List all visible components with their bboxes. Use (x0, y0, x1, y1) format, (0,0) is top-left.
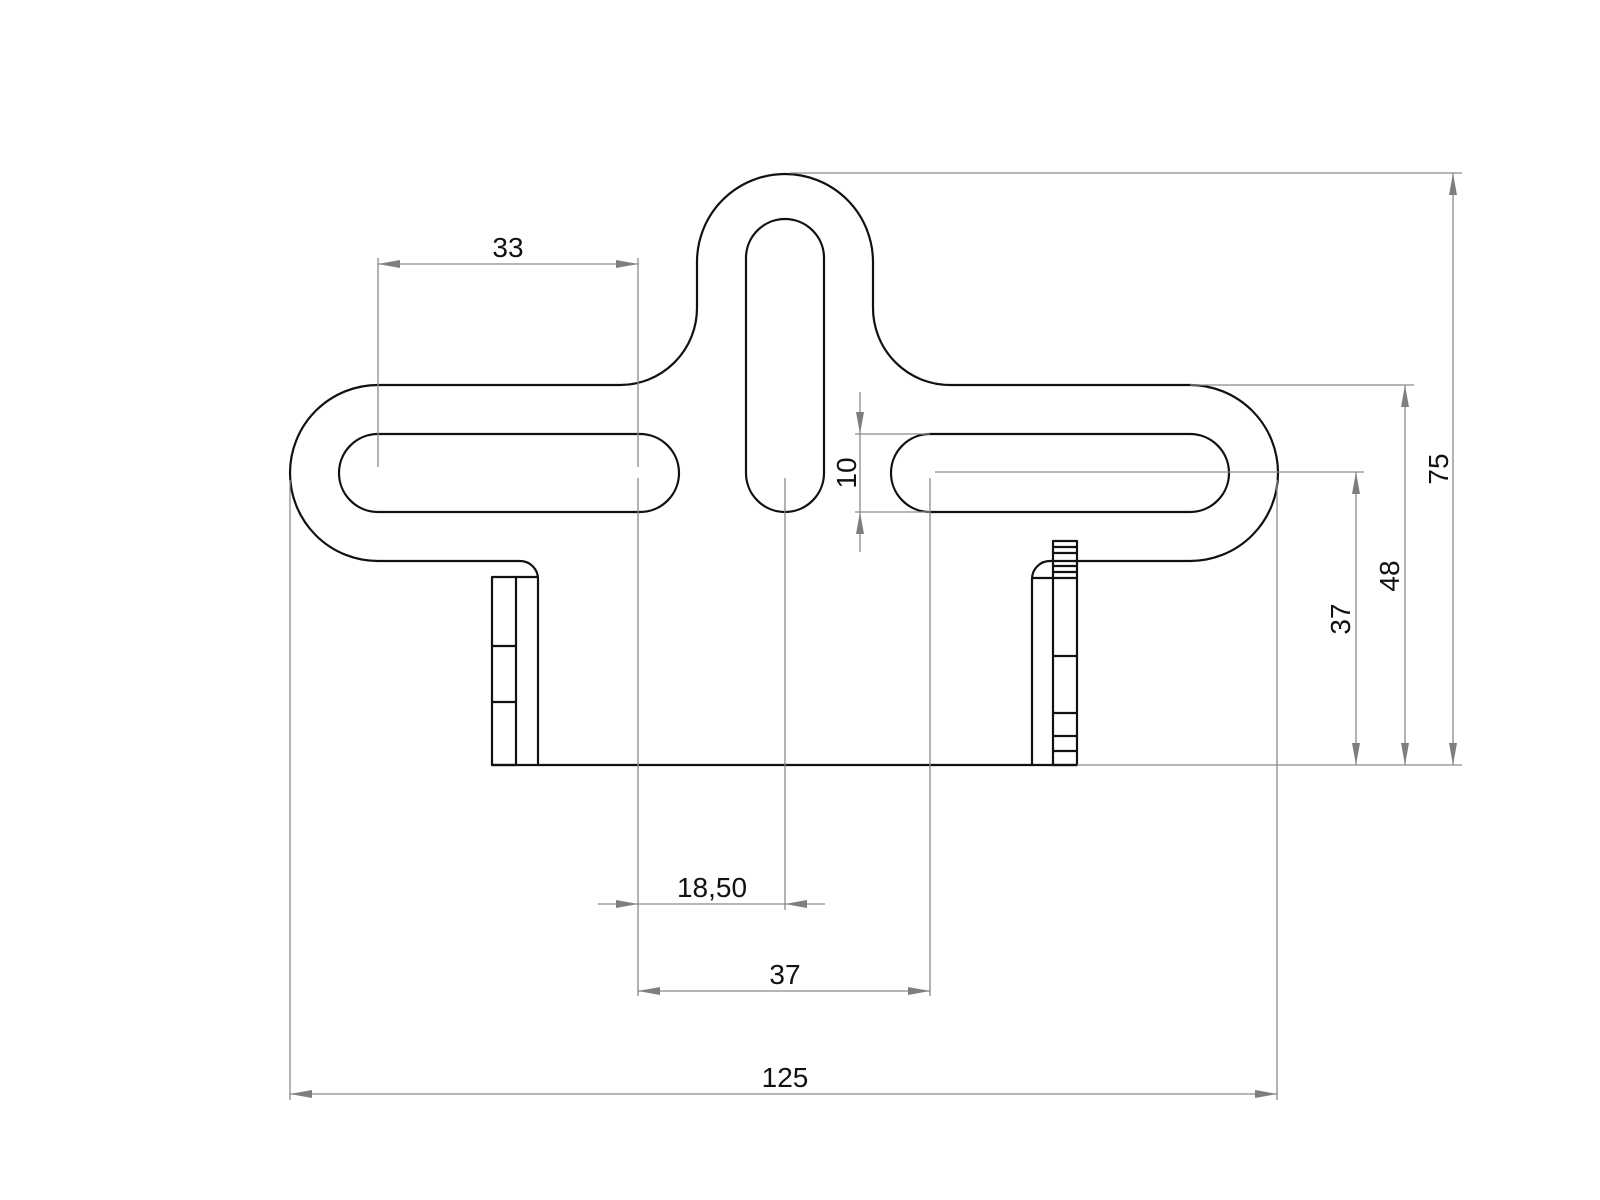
dimension-48-label: 48 (1374, 560, 1405, 591)
dimension-125: 125 (290, 1062, 1277, 1098)
dimensions: 33 10 18,50 37 (289, 172, 1462, 1100)
left-slot (337, 432, 681, 514)
right-slot (889, 432, 1231, 514)
dimension-18-50-label: 18,50 (677, 872, 747, 903)
dimension-48: 48 (1374, 385, 1409, 765)
dimension-125-label: 125 (762, 1062, 809, 1093)
dimension-37-horizontal: 37 (638, 959, 930, 995)
left-tab (490, 575, 540, 767)
dimension-75-label: 75 (1423, 453, 1454, 484)
right-tab (1030, 539, 1079, 767)
center-slot (744, 217, 826, 514)
outer-contour (288, 172, 1280, 767)
dimension-10-label: 10 (831, 457, 862, 488)
dimension-75: 75 (1423, 173, 1457, 765)
dimension-37-vertical-label: 37 (1325, 603, 1356, 634)
part-outline (288, 172, 1280, 767)
dimension-33-label: 33 (492, 232, 523, 263)
dimension-18-50: 18,50 (598, 872, 825, 908)
dimension-37-vertical: 37 (1325, 472, 1360, 765)
dimension-33: 33 (377, 232, 639, 467)
dimension-10: 10 (831, 392, 930, 552)
dimension-37-horizontal-label: 37 (769, 959, 800, 990)
